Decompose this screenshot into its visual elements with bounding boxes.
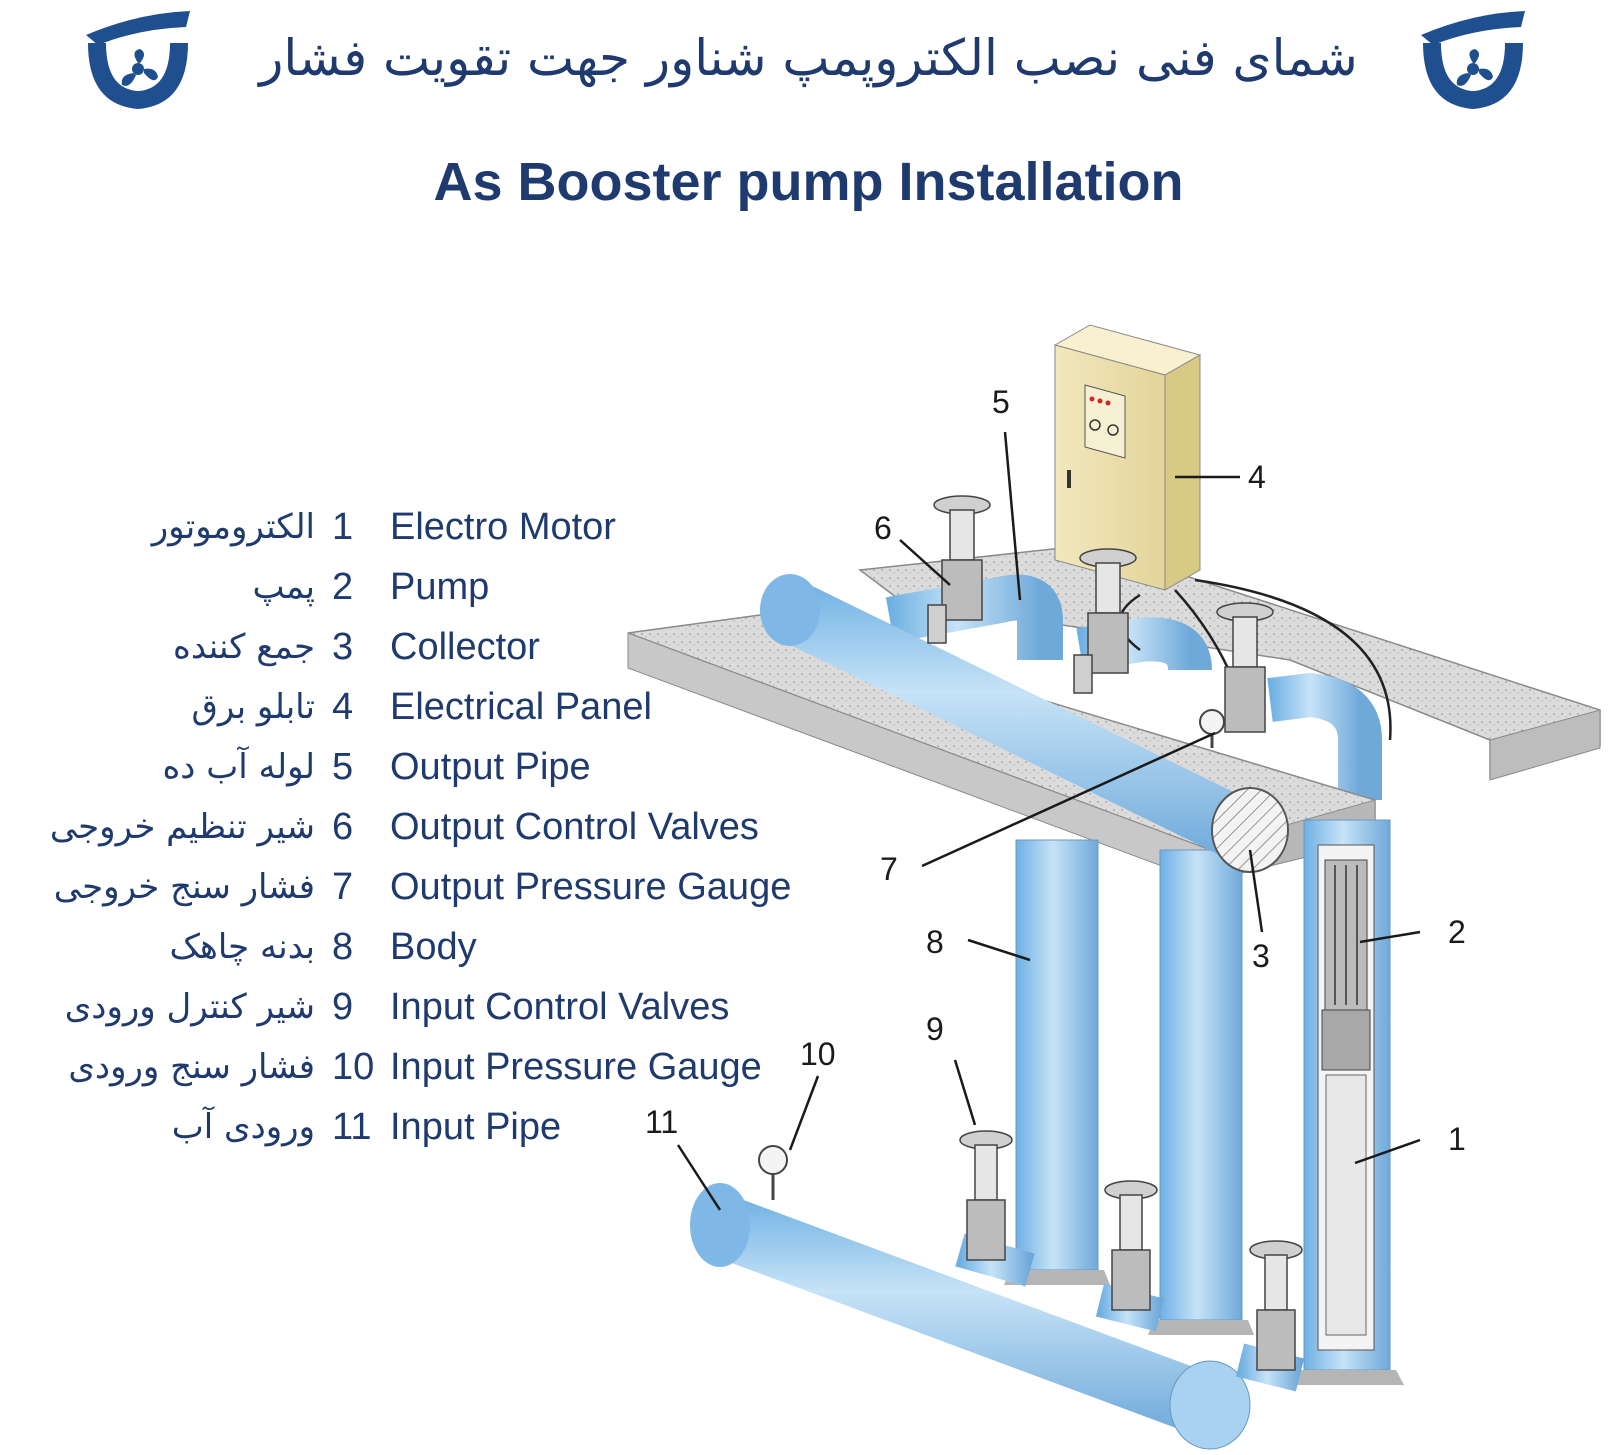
legend-label-en: Output Pressure Gauge [390,866,792,908]
input-valve-2 [1104,1180,1158,1311]
legend-number: 6 [332,806,354,848]
callout-leaders [676,431,1421,1211]
legend-row: شیر کنترل ورودی 9 Input Control Valves [0,977,850,1037]
page-title-persian: شمای فنی نصب الکتروپمپ شناور جهت تقویت ف… [259,29,1358,87]
legend-label-en: Output Control Valves [390,806,759,848]
legend-label-fa: لوله آب ده [162,747,315,787]
callout-7: 7 [880,851,898,887]
legend-label-en: Input Control Valves [390,986,730,1028]
legend-label-fa: شیر کنترل ورودی [64,987,315,1027]
input-valve-3 [1249,1240,1303,1371]
vertical-body-left [1004,839,1110,1285]
collector-pipe [760,574,1289,873]
callout-9: 9 [926,1011,944,1047]
legend-label-en: Input Pipe [390,1106,562,1148]
legend-label-en: Body [390,926,477,968]
legend-row: جمع کننده 3 Collector [0,617,850,677]
legend-label-en: Pump [390,566,490,608]
legend-number: 4 [332,686,354,728]
output-pipe [885,574,1063,660]
callout-5: 5 [992,384,1010,420]
legend-label-en: Collector [390,626,540,668]
legend-label-fa: فشار سنج خروجی [53,867,315,907]
output-valve-1 [927,495,991,644]
legend-row: شیر تنظیم خروجی 6 Output Control Valves [0,797,850,857]
legend-row: لوله آب ده 5 Output Pipe [0,737,850,797]
legend-label-en: Input Pressure Gauge [390,1046,762,1088]
legend-row: بدنه چاهک 8 Body [0,917,850,977]
legend-label-fa: شیر تنظیم خروجی [49,807,315,847]
page-title-english: As Booster pump Installation [433,152,1184,212]
callout-3: 3 [1252,938,1270,974]
legend-label-en: Electrical Panel [390,686,652,728]
output-pressure-gauge [1199,709,1225,748]
company-logo-icon [86,11,190,109]
legend-number: 7 [332,866,354,908]
callout-2: 2 [1448,914,1466,950]
legend-label-fa: ورودی آب [171,1107,315,1147]
electrical-panel [1053,324,1202,591]
legend-number: 1 [332,506,354,548]
callout-6: 6 [874,510,892,546]
callout-1: 1 [1448,1121,1466,1157]
legend-row: فشار سنج خروجی 7 Output Pressure Gauge [0,857,850,917]
legend-label-fa: جمع کننده [173,627,315,667]
callout-10: 10 [800,1036,836,1072]
company-logo-icon [1421,11,1525,109]
legend-label-en: Electro Motor [390,506,616,548]
legend-number: 8 [332,926,354,968]
input-valve-1 [959,1130,1013,1261]
legend-number: 3 [332,626,354,668]
vertical-body-middle [1148,849,1254,1335]
legend-number: 2 [332,566,354,608]
output-valve-2 [1073,548,1137,694]
legend-label-en: Output Pipe [390,746,591,788]
legend-row: ورودی آب 11 Input Pipe [0,1097,850,1157]
legend-row: تابلو برق 4 Electrical Panel [0,677,850,737]
legend-label-fa: فشار سنج ورودی [68,1047,315,1087]
output-valve-3 [1216,602,1274,733]
callout-8: 8 [926,924,944,960]
input-pressure-gauge [758,1145,788,1200]
legend-number: 10 [332,1046,375,1088]
legend-number: 5 [332,746,354,788]
legend-label-fa: الکتروموتور [151,507,315,547]
legend-row: پمپ 2 Pump [0,557,850,617]
callout-4: 4 [1248,459,1266,495]
legend-label-fa: تابلو برق [191,687,315,727]
legend-row: الکتروموتور 1 Electro Motor [0,497,850,557]
legend-label-fa: پمپ [252,567,315,607]
legend-number: 9 [332,986,354,1028]
callout-11: 11 [645,1104,678,1140]
legend-row: فشار سنج ورودی 10 Input Pressure Gauge [0,1037,850,1097]
vertical-body-right-with-pump [1290,819,1404,1385]
legend-number: 11 [332,1106,372,1148]
legend-label-fa: بدنه چاهک [169,927,315,967]
